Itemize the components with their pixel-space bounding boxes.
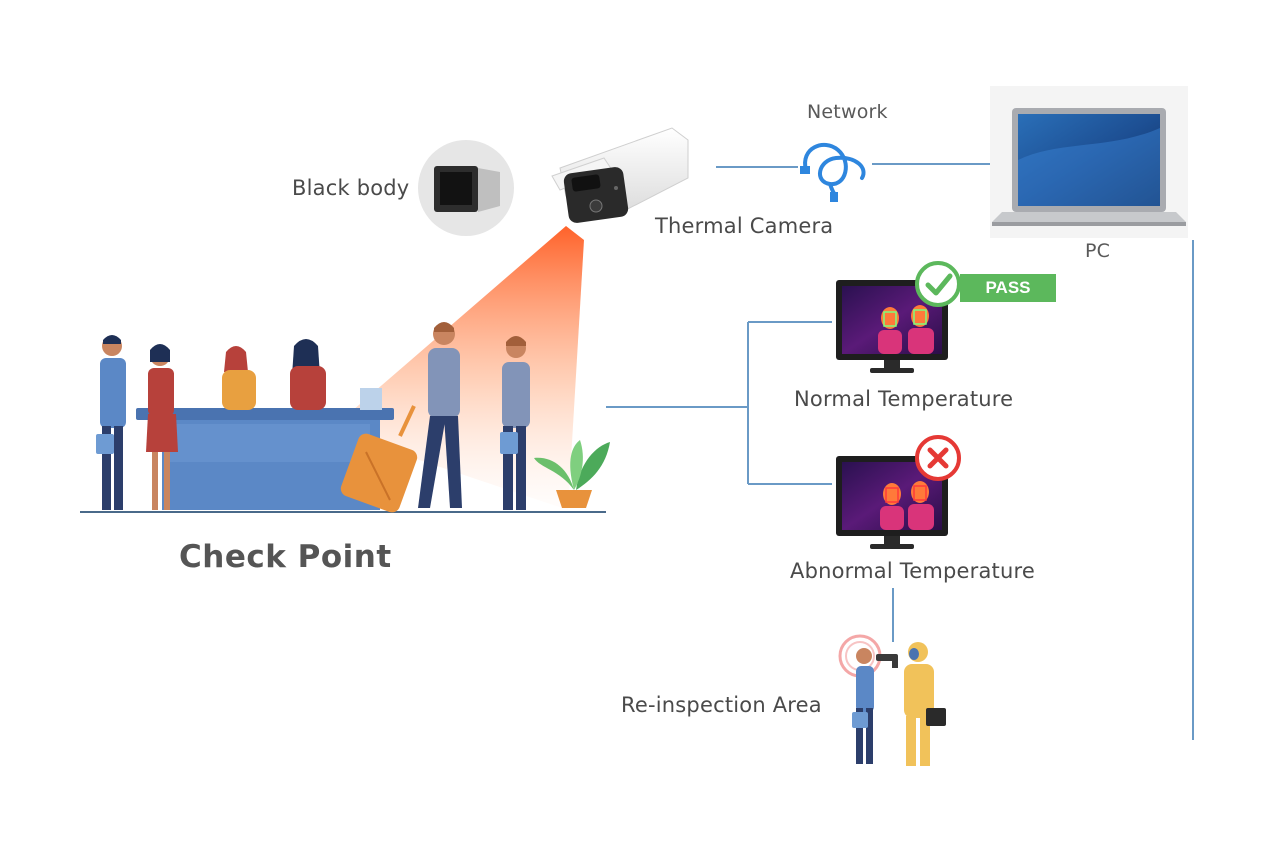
briefcase-icon (96, 434, 114, 454)
thermal-camera-label: Thermal Camera (655, 214, 834, 238)
connection-lines (606, 163, 1194, 740)
network-label: Network (807, 101, 888, 123)
check-point-label: Check Point (179, 539, 392, 575)
person-icon (904, 642, 946, 766)
normal-monitor-icon (836, 280, 948, 373)
reinspection-scene (838, 634, 946, 766)
person-icon (290, 339, 326, 410)
reinspection-area-label: Re-inspection Area (621, 693, 822, 717)
person-icon (852, 648, 874, 764)
plant-icon (534, 440, 610, 508)
briefcase-icon (852, 712, 868, 728)
pass-badge: PASS (960, 274, 1056, 302)
abnormal-temperature-label: Abnormal Temperature (790, 559, 1035, 583)
thermal-camera-icon (551, 127, 689, 223)
thermometer-gun-icon (876, 654, 898, 668)
person-icon (96, 335, 126, 510)
black-body-icon (418, 140, 514, 236)
suitcase-icon (340, 405, 418, 513)
person-icon (418, 322, 462, 508)
briefcase-icon (500, 432, 518, 454)
briefcase-icon (926, 708, 946, 726)
pc-label: PC (1085, 240, 1111, 262)
check-icon (915, 261, 961, 307)
laptop-icon (990, 86, 1188, 238)
monitor-on-counter (360, 388, 382, 410)
person-icon (146, 344, 178, 510)
abnormal-monitor-icon (836, 456, 948, 549)
cross-icon (915, 435, 961, 481)
network-cable-icon (800, 142, 866, 202)
normal-temperature-label: Normal Temperature (794, 387, 1014, 411)
person-icon (222, 346, 256, 410)
check-point-scene (80, 322, 610, 513)
person-icon (500, 336, 530, 510)
black-body-label: Black body (292, 176, 410, 200)
